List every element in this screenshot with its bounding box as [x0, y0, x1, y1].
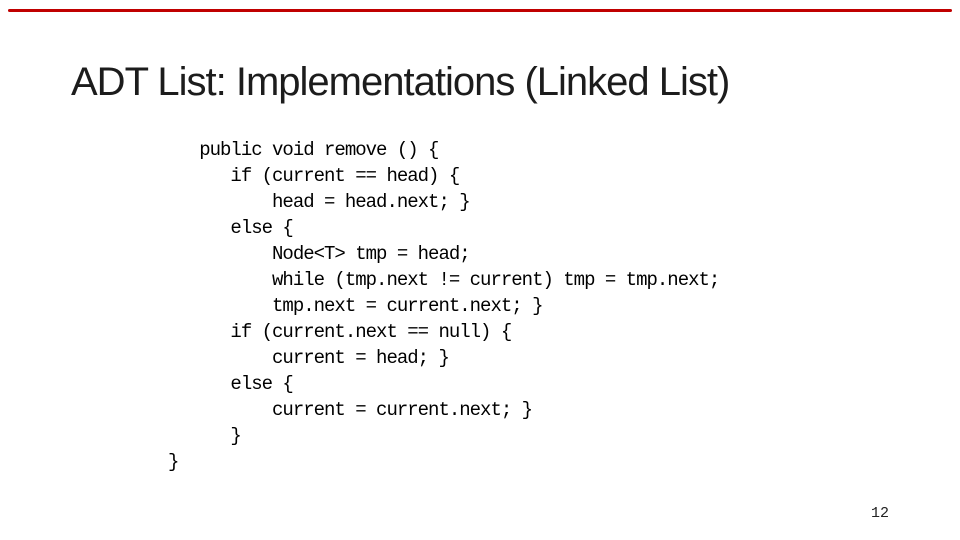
top-accent-line [8, 9, 952, 12]
code-block: public void remove () { if (current == h… [168, 139, 720, 473]
slide-title: ADT List: Implementations (Linked List) [71, 60, 730, 104]
page-number: 12 [871, 505, 890, 522]
